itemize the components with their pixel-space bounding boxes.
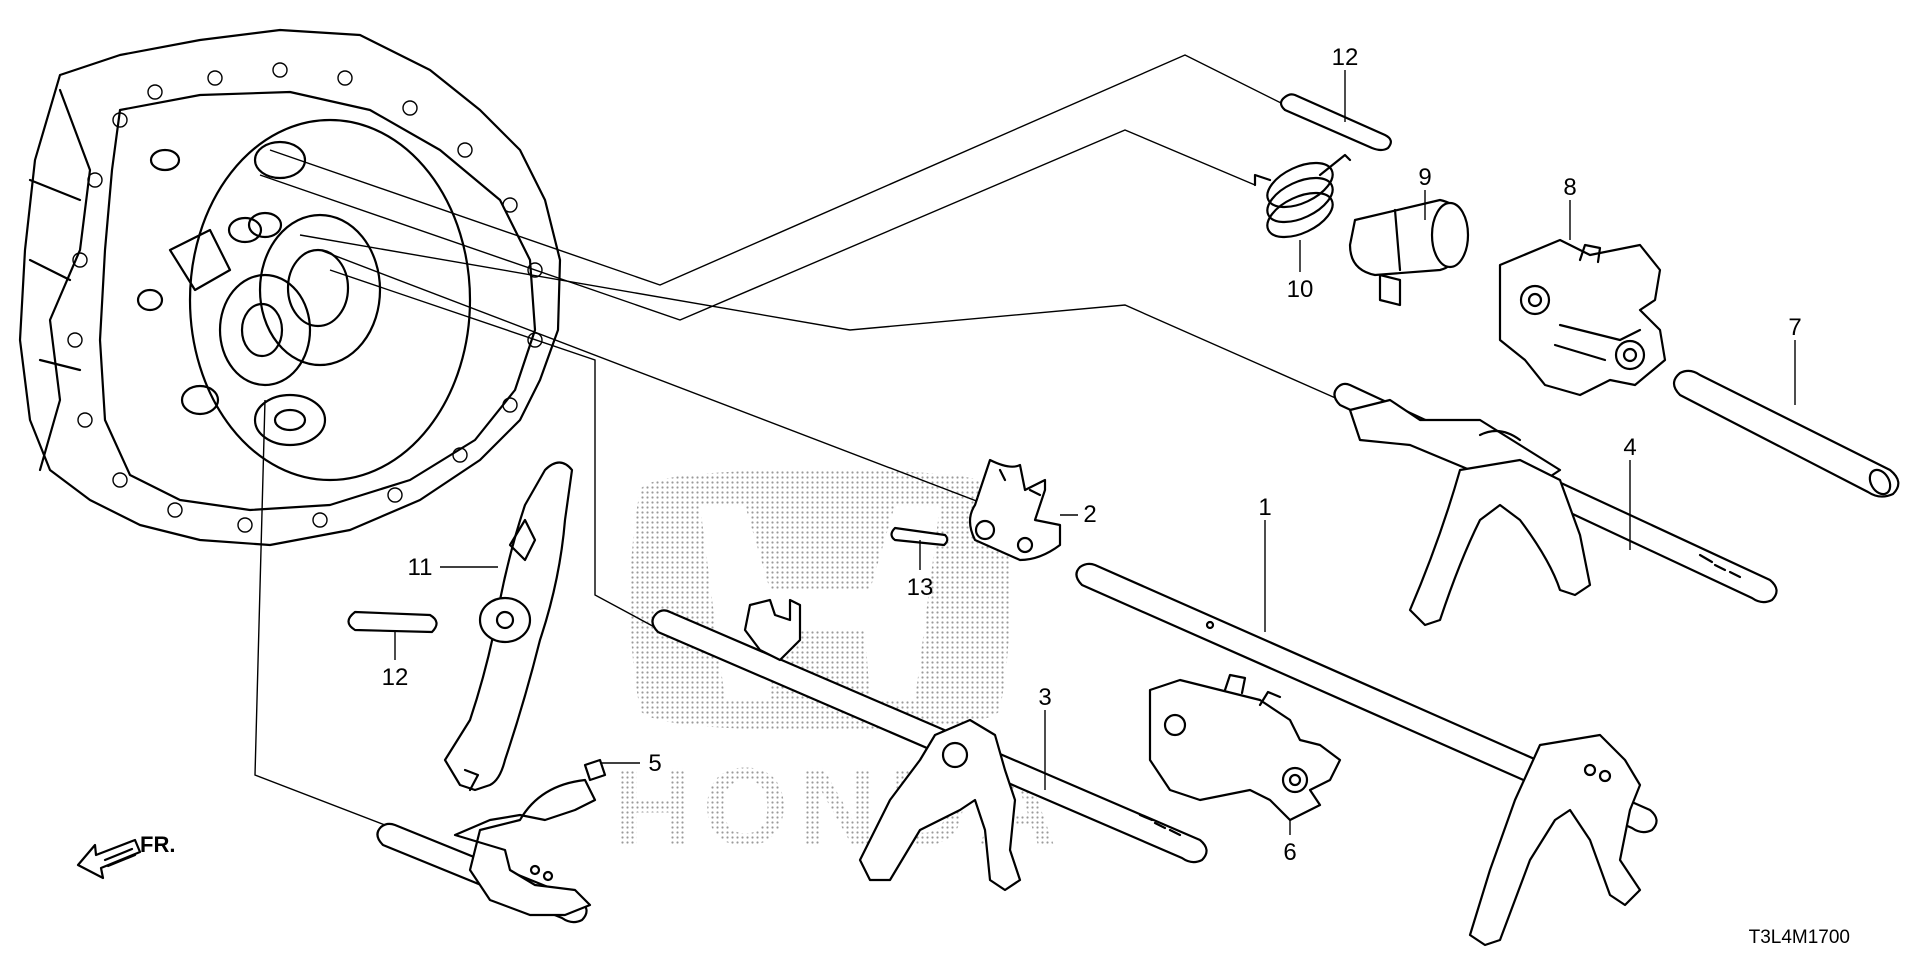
diagram-code: T3L4M1700	[1749, 927, 1850, 948]
transmission-case	[18, 28, 562, 547]
front-direction-arrow: FR.	[76, 832, 175, 880]
part-6-plate	[1148, 673, 1342, 822]
callout-6: 6	[1283, 839, 1296, 866]
assembly-guide-lines	[254, 54, 1341, 826]
part-3-rod-fork	[651, 598, 1208, 892]
part-12-pin-bottom	[347, 610, 438, 634]
callout-3: 3	[1038, 684, 1051, 711]
callout-9: 9	[1418, 164, 1431, 191]
callout-11: 11	[408, 554, 433, 581]
callout-12-bottom: 12	[382, 664, 409, 691]
part-4-fork-rod	[1333, 382, 1778, 627]
callout-12-top: 12	[1332, 44, 1359, 71]
callout-1: 1	[1258, 494, 1271, 521]
callout-5: 5	[648, 750, 661, 777]
part-9-switch	[1348, 198, 1470, 307]
case-bolt-holes	[67, 62, 543, 533]
callout-4: 4	[1623, 434, 1636, 461]
part-13-pin	[890, 526, 949, 547]
callout-10: 10	[1287, 276, 1314, 303]
callout-2: 2	[1083, 501, 1096, 528]
part-8-bracket	[1498, 238, 1667, 397]
part-7-shaft	[1672, 369, 1900, 498]
part-12-pin-top	[1279, 93, 1392, 152]
part-5-rod-fork	[376, 758, 607, 924]
front-direction-label: FR.	[140, 832, 175, 857]
part-11-lever	[443, 461, 574, 792]
callout-13: 13	[907, 574, 934, 601]
part-10-spring	[1253, 153, 1352, 239]
part-1-rod-fork	[1075, 562, 1658, 947]
part-2-interlock	[968, 458, 1062, 562]
callout-leaders	[394, 70, 1796, 835]
callout-labels: 1 2 3 4 5 6 7 8 9 10 11 12 12 13	[382, 44, 1802, 866]
callout-7: 7	[1788, 314, 1801, 341]
callout-8: 8	[1563, 174, 1576, 201]
